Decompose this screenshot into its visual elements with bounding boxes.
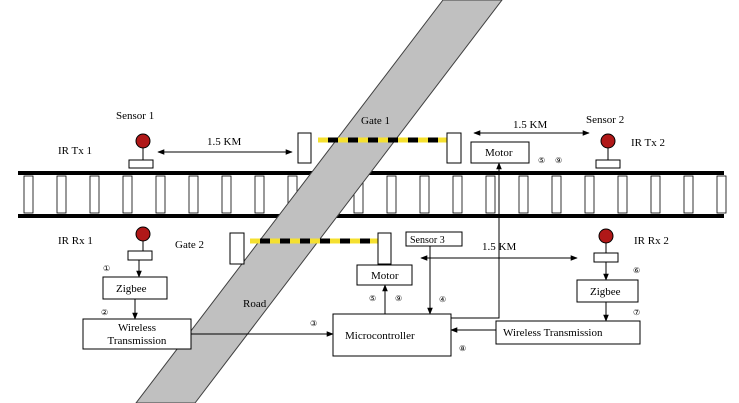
ir-rx-1-icon [135,226,151,242]
track-sleeper [56,175,67,214]
track-sleeper [584,175,595,214]
gate-1-label: Gate 1 [361,115,390,127]
marker-7: ⑦ [633,308,640,317]
track-sleeper [89,175,100,214]
sensor-3-label: Sensor 3 [410,235,445,246]
connections [132,162,609,337]
marker-1: ① [103,264,110,273]
gate-1-post-left [297,132,312,164]
motor-top-label: Motor [485,147,513,159]
track-sleeper [518,175,529,214]
zigbee-right-label: Zigbee [590,286,621,298]
track-sleepers [23,175,727,214]
road [135,0,503,403]
ir-rx-2-base [593,252,619,263]
ir-tx-2-label: IR Tx 2 [631,137,665,149]
gate-2-post-right [377,232,392,265]
ir-rx-1-label: IR Rx 1 [58,235,93,247]
track-sleeper [386,175,397,214]
ir-rx-2-label: IR Rx 2 [634,235,669,247]
sensor-3-box [405,231,463,247]
marker-6: ⑥ [633,266,640,275]
marker-4: ④ [439,295,446,304]
track-sleeper [188,175,199,214]
sensor-1: Sensor 1 IR Tx 1 [58,110,154,169]
gate-1: Gate 1 [297,115,462,164]
track-sleeper [683,175,694,214]
wireless-left-box [82,318,192,350]
gate-2: Gate 2 [175,232,392,265]
sensor-2-label: Sensor 2 [586,114,624,126]
distance-left-label: 1.5 KM [207,136,241,148]
track-sleeper [254,175,265,214]
marker-9-mid: ⑨ [395,294,402,303]
motor-mid-label: Motor [371,270,399,282]
wireless-right-box [495,320,641,345]
ir-tx-1-base [128,159,154,169]
ir-tx-2-base [595,159,621,169]
sensor-1-icon [135,133,151,149]
track-sleeper [419,175,430,214]
track-sleeper [452,175,463,214]
track-sleeper [122,175,133,214]
track-sleeper [155,175,166,214]
microcontroller-label: Microcontroller [345,330,415,342]
marker-3: ③ [310,319,317,328]
marker-9-top: ⑨ [555,156,562,165]
road-label: Road [243,298,267,310]
sensor-2-icon [600,133,616,149]
gate-2-label: Gate 2 [175,239,204,251]
ir-rx-2: IR Rx 2 ⑥ [593,228,669,275]
zigbee-left-label: Zigbee [116,283,147,295]
gate-1-post-right [446,132,462,164]
wireless-left-label-1: Wireless [118,322,156,334]
wireless-left-label-2: Transmission [108,335,167,347]
sensor-1-label: Sensor 1 [116,110,154,122]
ir-rx-2-icon [598,228,614,244]
marker-5-mid: ⑤ [369,294,376,303]
track-sleeper [485,175,496,214]
track-sleeper [221,175,232,214]
marker-2: ② [101,308,108,317]
ir-rx-1-base [127,250,153,261]
track-sleeper [23,175,34,214]
microcontroller-box [332,313,452,357]
ir-tx-1-label: IR Tx 1 [58,145,92,157]
wireless-right-label: Wireless Transmission [503,327,603,339]
track-sleeper [650,175,661,214]
ir-rx-1: IR Rx 1 ① [58,226,153,273]
track-sleeper [617,175,628,214]
distance-right-top-label: 1.5 KM [513,119,547,131]
sensor-2: Sensor 2 IR Tx 2 [586,114,665,169]
marker-5-top: ⑤ [538,156,545,165]
track-sleeper [551,175,562,214]
track-sleeper [716,175,727,214]
railway-track [18,171,727,218]
marker-8: ⑧ [459,344,466,353]
gate-2-post-left [229,232,245,265]
